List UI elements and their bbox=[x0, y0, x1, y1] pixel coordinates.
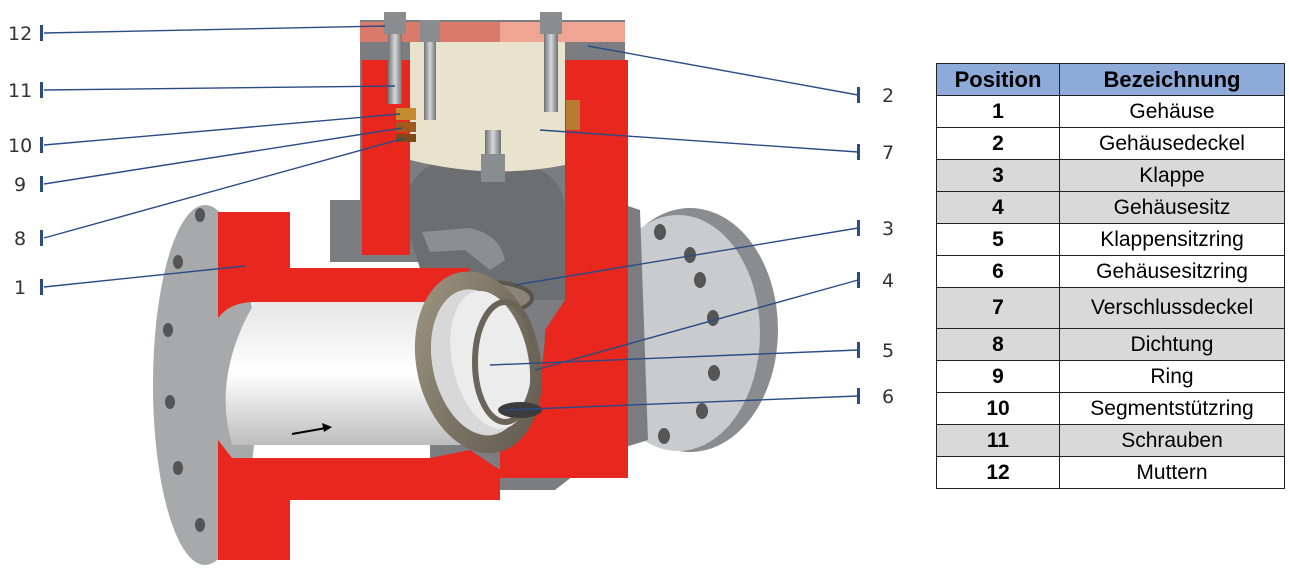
leader-1 bbox=[43, 265, 246, 288]
table-row: 2 Gehäusedeckel bbox=[936, 127, 1285, 160]
table-row: 11 Schrauben bbox=[936, 424, 1285, 457]
seal-ring bbox=[396, 122, 416, 132]
check-valve-cutaway bbox=[153, 12, 778, 565]
leader-8 bbox=[43, 137, 406, 239]
row-name: Muttern bbox=[1059, 456, 1285, 489]
leader-6 bbox=[504, 395, 859, 411]
table-row: 7 Verschlussdeckel bbox=[936, 287, 1285, 329]
callout-6: 6 bbox=[882, 386, 894, 408]
callout-2: 2 bbox=[882, 85, 894, 107]
parts-list-table: Position Bezeichnung 1 Gehäuse 2 Gehäuse… bbox=[936, 63, 1285, 489]
callout-9: 9 bbox=[14, 174, 26, 196]
callout-8: 8 bbox=[14, 228, 26, 250]
leader-9 bbox=[43, 127, 403, 185]
valve-cutaway-diagram: 12 11 10 9 8 1 2 7 3 4 5 6 bbox=[8, 12, 894, 565]
callout-10: 10 bbox=[8, 135, 32, 157]
row-position: 9 bbox=[936, 360, 1060, 393]
callout-3: 3 bbox=[882, 218, 894, 240]
row-name: Gehäuse bbox=[1059, 95, 1285, 128]
callout-5: 5 bbox=[882, 340, 894, 362]
table-row: 9 Ring bbox=[936, 360, 1285, 393]
leader-7 bbox=[539, 129, 859, 153]
row-name: Gehäusedeckel bbox=[1059, 127, 1285, 160]
row-position: 8 bbox=[936, 328, 1060, 361]
table-row: 3 Klappe bbox=[936, 159, 1285, 192]
row-name: Gehäusesitz bbox=[1059, 191, 1285, 224]
row-name: Segmentstützring bbox=[1059, 392, 1285, 425]
table-row: 1 Gehäuse bbox=[936, 95, 1285, 128]
callout-ticks bbox=[40, 25, 860, 404]
row-name: Dichtung bbox=[1059, 328, 1285, 361]
leader-3 bbox=[514, 227, 859, 286]
row-name: Klappensitzring bbox=[1059, 223, 1285, 256]
row-position: 5 bbox=[936, 223, 1060, 256]
callout-11: 11 bbox=[8, 80, 32, 102]
header-bezeichnung: Bezeichnung bbox=[1059, 63, 1285, 96]
row-name: Verschlussdeckel bbox=[1059, 287, 1285, 329]
disc-hinge-arm bbox=[422, 228, 505, 270]
row-position: 10 bbox=[936, 392, 1060, 425]
body-cut-section bbox=[218, 60, 628, 560]
leader-5 bbox=[489, 349, 859, 366]
callout-7: 7 bbox=[882, 142, 894, 164]
row-name: Ring bbox=[1059, 360, 1285, 393]
callout-leaders bbox=[43, 25, 859, 411]
closure-cover bbox=[410, 40, 565, 172]
row-name: Klappe bbox=[1059, 159, 1285, 192]
row-position: 7 bbox=[936, 287, 1060, 329]
segment-support-ring bbox=[396, 108, 416, 120]
table-row: 4 Gehäusesitz bbox=[936, 191, 1285, 224]
table-header-row: Position Bezeichnung bbox=[936, 63, 1285, 96]
row-name: Schrauben bbox=[1059, 424, 1285, 457]
row-position: 12 bbox=[936, 456, 1060, 489]
callout-1: 1 bbox=[14, 277, 26, 299]
table-row: 10 Segmentstützring bbox=[936, 392, 1285, 425]
disc-seat-ring bbox=[472, 299, 538, 425]
header-position: Position bbox=[936, 63, 1060, 96]
leader-4 bbox=[534, 279, 859, 371]
row-position: 1 bbox=[936, 95, 1060, 128]
leader-12 bbox=[43, 25, 386, 34]
inlet-bore bbox=[225, 302, 470, 445]
leader-11 bbox=[43, 85, 396, 91]
row-name: Gehäusesitzring bbox=[1059, 255, 1285, 288]
table-row: 12 Muttern bbox=[936, 456, 1285, 489]
row-position: 6 bbox=[936, 255, 1060, 288]
table-row: 5 Klappensitzring bbox=[936, 223, 1285, 256]
gasket bbox=[396, 134, 416, 142]
callout-12: 12 bbox=[8, 23, 32, 45]
table-row: 6 Gehäusesitzring bbox=[936, 255, 1285, 288]
row-position: 3 bbox=[936, 159, 1060, 192]
leader-2 bbox=[587, 45, 859, 96]
row-position: 4 bbox=[936, 191, 1060, 224]
bonnet-bolts bbox=[384, 12, 562, 182]
leader-10 bbox=[43, 113, 401, 146]
flow-arrow-icon bbox=[291, 423, 332, 435]
row-position: 2 bbox=[936, 127, 1060, 160]
table-row: 8 Dichtung bbox=[936, 328, 1285, 361]
callout-4: 4 bbox=[882, 270, 894, 292]
row-position: 11 bbox=[936, 424, 1060, 457]
